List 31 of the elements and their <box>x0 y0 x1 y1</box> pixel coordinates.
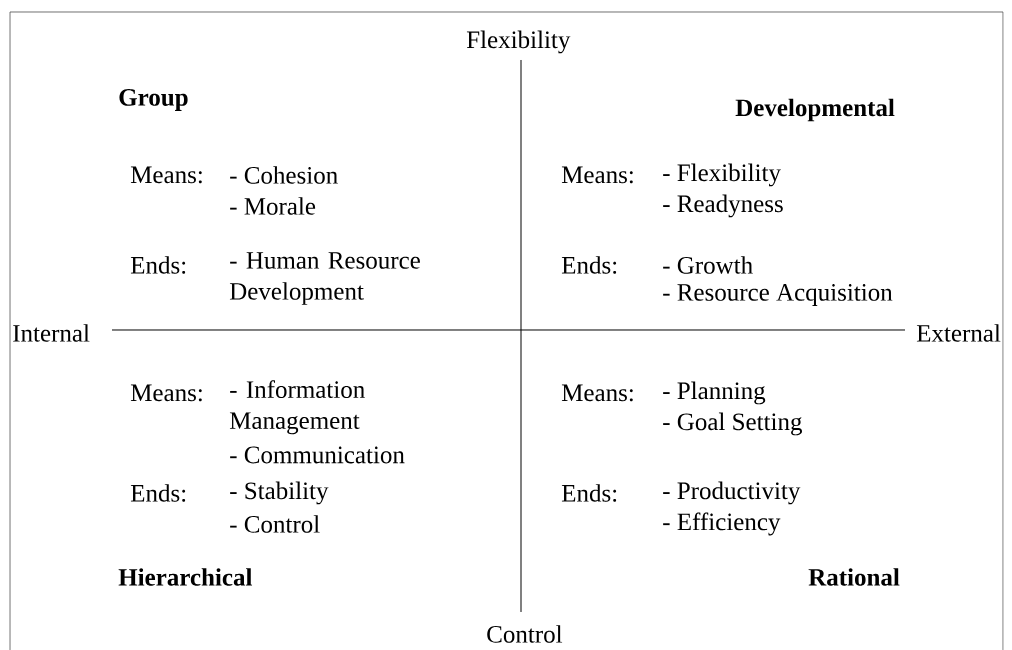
axis-label: Flexibility <box>466 30 571 54</box>
list-item: - Efficiency <box>663 512 781 536</box>
row-label: Ends: <box>561 256 617 274</box>
row-label: Ends: <box>130 256 186 274</box>
row-label: Means: <box>130 384 202 402</box>
list-item: - Productivity <box>663 481 801 505</box>
list-item: - Morale <box>230 197 316 215</box>
list-item: - Readyness <box>663 194 783 218</box>
list-item: - Communication <box>230 446 405 464</box>
list-item: - Human Resource Development <box>229 252 420 305</box>
quadrant-title: Developmental <box>735 98 895 122</box>
row-label: Ends: <box>130 484 186 502</box>
list-item: - Control <box>230 515 320 533</box>
list-item: - Resource Acquisition <box>663 284 893 306</box>
row-label: Means: <box>561 384 633 402</box>
axis-label: Control <box>487 625 563 643</box>
list-item: - Cohesion <box>230 166 338 184</box>
list-item: - Information Management <box>229 380 365 435</box>
row-label: Ends: <box>561 484 617 502</box>
quadrant-title: Group <box>119 89 188 111</box>
list-item: - Flexibility <box>663 163 781 187</box>
quadrant-title: Hierarchical <box>118 568 253 586</box>
list-item: - Goal Setting <box>663 412 802 436</box>
axis-label: External <box>916 324 1001 342</box>
list-item: - Stability <box>230 481 329 505</box>
axis-label: Internal <box>13 324 90 342</box>
row-label: Means: <box>561 166 633 184</box>
list-item: - Planning <box>663 381 766 405</box>
quadrant-title: Rational <box>808 568 900 586</box>
list-item: - Growth <box>663 256 753 274</box>
row-label: Means: <box>130 166 202 184</box>
